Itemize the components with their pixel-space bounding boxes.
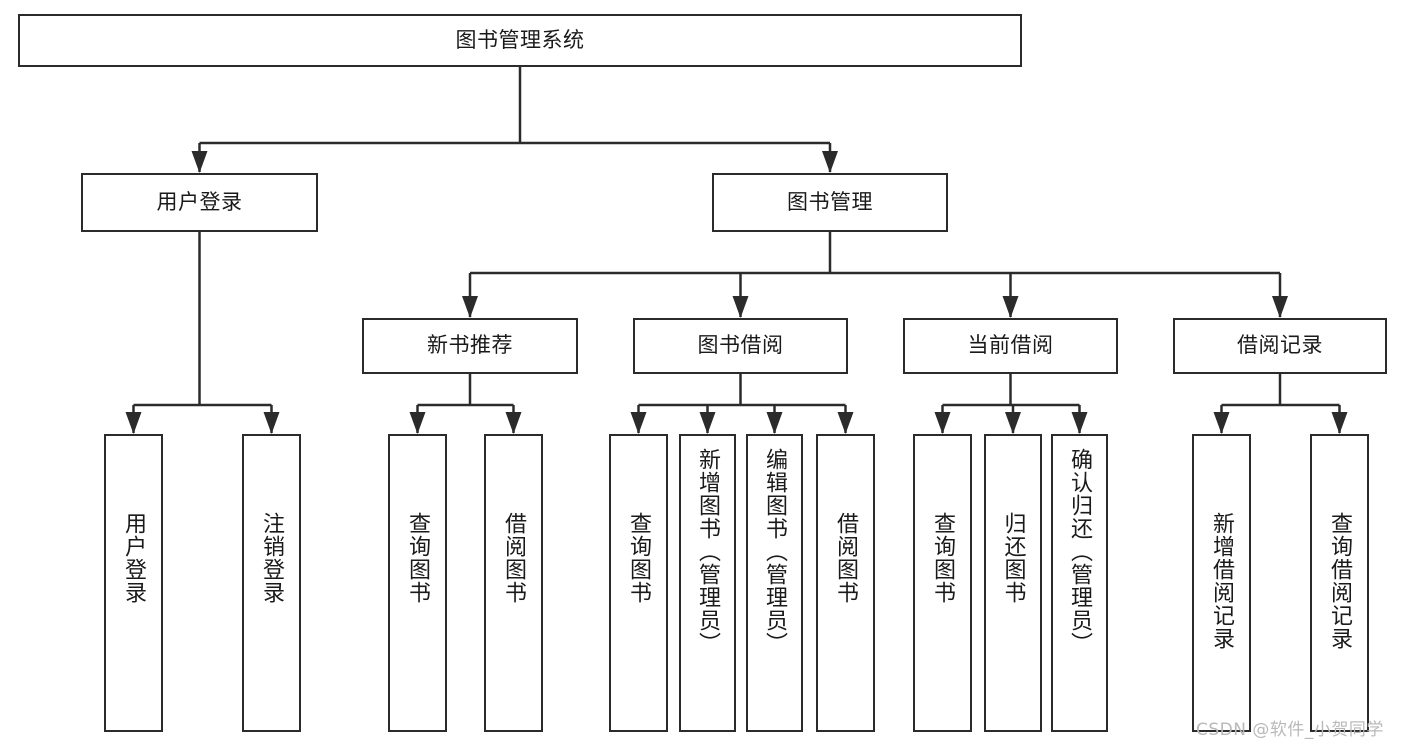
node-l-bbook1: 借阅图书 [484, 434, 543, 732]
node-label: 图书借阅 [697, 333, 784, 358]
node-l-qbook2: 查询图书 [609, 434, 668, 732]
node-label: 用户登录 [121, 512, 147, 604]
node-l-logout: 注销登录 [242, 434, 301, 732]
arrowhead-icon [934, 412, 951, 434]
edge-group-borrow [630, 374, 854, 434]
node-l-qrec: 查询借阅记录 [1310, 434, 1369, 732]
node-l-editbook: 编辑图书（管理员） [746, 434, 803, 732]
node-l-confirm: 确认归还（管理员） [1051, 434, 1108, 732]
node-l-addrec: 新增借阅记录 [1192, 434, 1251, 732]
arrowhead-icon [699, 412, 716, 434]
node-l-qbook3: 查询图书 [913, 434, 972, 732]
node-label: 查询图书 [626, 512, 652, 604]
arrowhead-icon [1002, 296, 1019, 318]
node-current: 当前借阅 [903, 318, 1118, 374]
arrowhead-icon [1071, 412, 1088, 434]
arrowhead-icon [1272, 296, 1288, 318]
node-label: 新增借阅记录 [1209, 512, 1235, 650]
arrowhead-icon [1005, 412, 1021, 434]
node-l-addbook: 新增图书（管理员） [679, 434, 736, 732]
arrowhead-icon [1213, 412, 1230, 434]
arrowhead-icon [263, 412, 280, 434]
edge-group-root [191, 67, 838, 173]
node-borrow: 图书借阅 [633, 318, 848, 374]
edge-group-current [934, 374, 1088, 434]
node-label: 借阅图书 [501, 512, 527, 604]
node-label: 确认归还（管理员） [1067, 448, 1093, 655]
node-label: 新书推荐 [427, 333, 513, 358]
arrowhead-icon [630, 412, 647, 434]
node-label: 归还图书 [1000, 512, 1026, 604]
node-label: 用户登录 [156, 189, 243, 214]
node-l-return: 归还图书 [984, 434, 1042, 732]
arrowhead-icon [191, 151, 208, 173]
arrowhead-icon [462, 296, 478, 318]
node-label: 查询图书 [405, 512, 431, 604]
arrowhead-icon [125, 412, 142, 434]
node-bookmgmt: 图书管理 [712, 173, 948, 232]
node-label: 新增图书（管理员） [695, 448, 721, 655]
node-login: 用户登录 [81, 173, 318, 232]
node-label: 借阅图书 [833, 512, 859, 604]
node-label: 注销登录 [259, 512, 285, 604]
node-label: 图书管理系统 [455, 27, 585, 52]
node-label: 借阅记录 [1237, 333, 1323, 358]
node-label: 当前借阅 [967, 333, 1054, 358]
arrowhead-icon [732, 296, 749, 318]
node-label: 查询借阅记录 [1327, 512, 1353, 650]
node-newbook: 新书推荐 [362, 318, 578, 374]
edge-group-newbook [409, 374, 522, 434]
node-label: 查询图书 [930, 512, 956, 604]
arrowhead-icon [766, 412, 783, 434]
arrowhead-icon [822, 151, 838, 173]
edge-group-bookmgmt [462, 232, 1288, 318]
arrowhead-icon [505, 412, 522, 434]
arrowhead-icon [1331, 412, 1348, 434]
node-label: 编辑图书（管理员） [762, 448, 788, 655]
edge-group-login [125, 232, 280, 434]
csdn-watermark: CSDN @软件_小贺同学 [1196, 720, 1384, 740]
edge-group-records [1213, 374, 1348, 434]
arrowhead-icon [409, 412, 426, 434]
node-l-login: 用户登录 [104, 434, 163, 732]
node-label: 图书管理 [787, 189, 873, 214]
node-records: 借阅记录 [1173, 318, 1387, 374]
arrowhead-icon [837, 412, 854, 434]
node-l-qbook1: 查询图书 [388, 434, 447, 732]
node-l-bbook2: 借阅图书 [816, 434, 875, 732]
node-root: 图书管理系统 [18, 14, 1022, 67]
